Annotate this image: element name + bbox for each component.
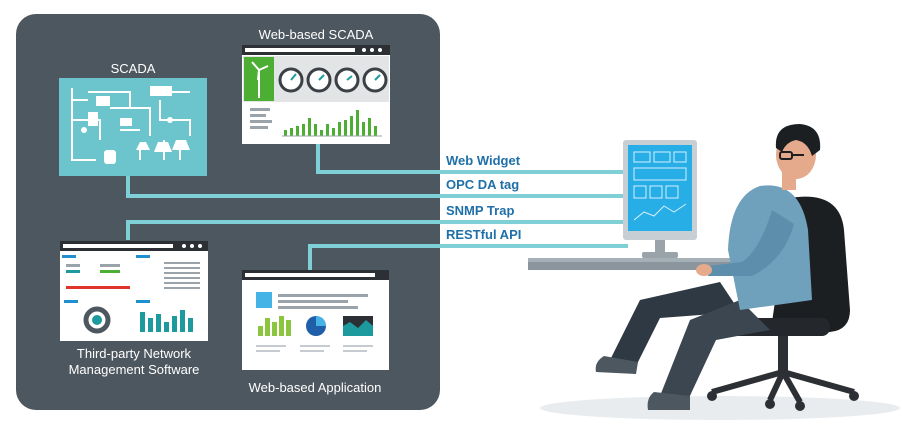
third-party-label: Third-party Network Management Software [44,346,224,378]
person-icon [595,124,821,410]
bar-chart-icon [284,110,377,136]
line-restful [308,244,628,270]
connection-label-snmp-trap: SNMP Trap [446,203,515,218]
web-scada-window [242,45,390,144]
scada-screen [59,78,207,176]
web-app-label: Web-based Application [248,380,382,395]
connection-label-web-widget: Web Widget [446,153,521,168]
web-app-window [242,270,389,370]
monitor-icon [623,140,697,258]
bar-chart-icon [258,316,291,336]
third-party-nms-window [60,241,208,341]
third-party-label-line2: Management Software [68,362,200,377]
connection-label-restful: RESTful API [446,227,522,242]
area-chart-icon [343,316,373,336]
web-scada-label: Web-based SCADA [258,27,374,42]
pie-chart-icon [306,316,326,336]
donut-chart-icon [83,306,111,334]
line-snmp-trap [126,220,628,240]
third-party-label-line1: Third-party Network [76,346,192,361]
connection-label-opc-da: OPC DA tag [446,177,520,192]
connection-lines [126,144,628,270]
floor-shadow [540,396,900,420]
line-web-widget [316,144,628,174]
line-opc-da [126,176,628,198]
scada-label: SCADA [110,61,156,76]
gauge-icon [278,67,388,93]
